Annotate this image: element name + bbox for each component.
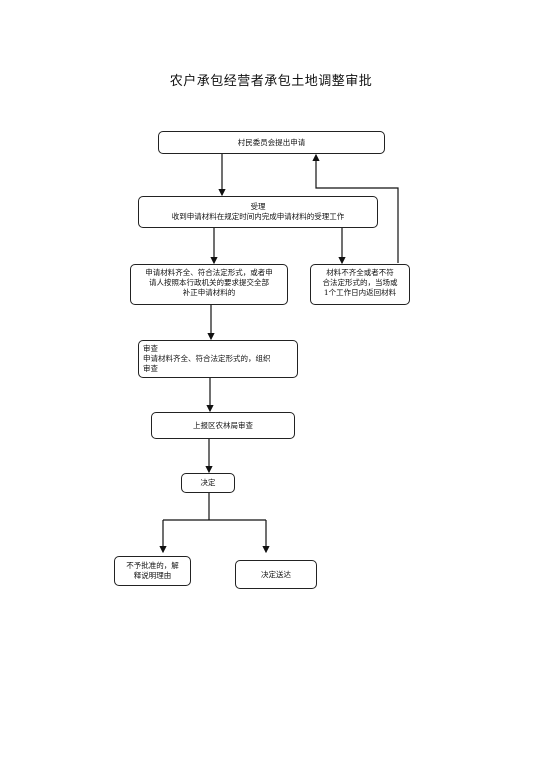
node-report: 上报区农林局审查 (151, 412, 295, 439)
node-reject: 不予批准的，解 释说明理由 (114, 556, 191, 586)
node-complete: 申请材料齐全、符合法定形式，或者申 请人按照本行政机关的要求提交全部 补正申请材… (130, 264, 288, 305)
arrow-incomplete-return (312, 153, 399, 263)
node-review: 审查 申请材料齐全、符合法定形式的，组织 审查 (138, 340, 298, 378)
page-title: 农户承包经营者承包土地调整审批 (169, 74, 373, 89)
node-incomplete: 材料不齐全或者不符 合法定形式的，当场或 1个工作日内返回材料 (310, 264, 410, 305)
node-accept: 受理 收到申请材料在规定时间内完成申请材料的受理工作 (138, 196, 378, 228)
node-apply: 村民委员会提出申请 (158, 131, 385, 154)
node-decide: 决定 (181, 473, 235, 493)
node-deliver: 决定送达 (235, 560, 317, 589)
